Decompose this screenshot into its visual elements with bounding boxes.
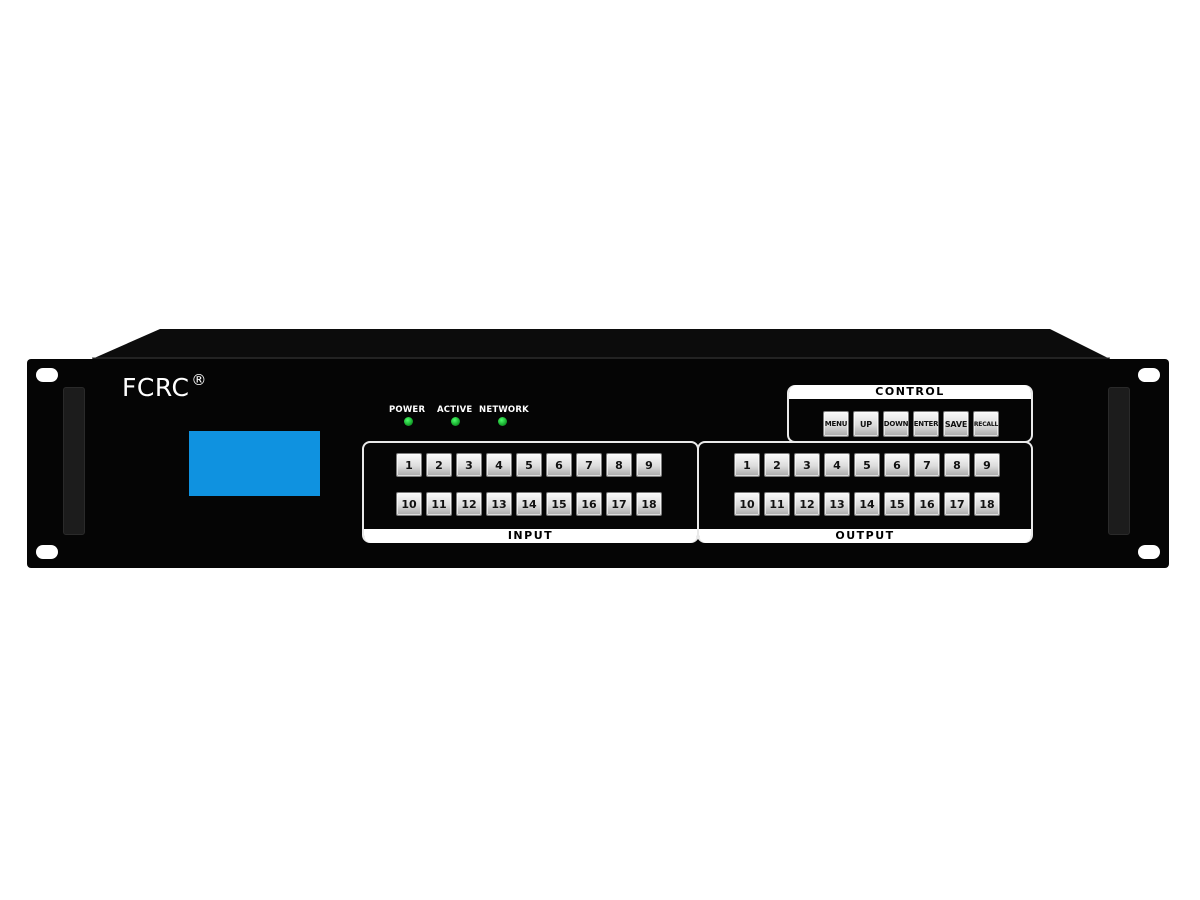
output-button-14[interactable]: 14	[854, 492, 880, 516]
output-button-2[interactable]: 2	[764, 453, 790, 477]
indicator-label-power: POWER	[389, 405, 426, 415]
output-button-16[interactable]: 16	[914, 492, 940, 516]
up-button[interactable]: UP	[853, 411, 879, 437]
output-button-7[interactable]: 7	[914, 453, 940, 477]
input-button-12[interactable]: 12	[456, 492, 482, 516]
output-group: 1 2 3 4 5 6 7 8 9 10 11 12 13 14 15 16 1…	[697, 441, 1033, 543]
power-led	[404, 417, 413, 426]
output-button-4[interactable]: 4	[824, 453, 850, 477]
network-led	[498, 417, 507, 426]
input-button-10[interactable]: 10	[396, 492, 422, 516]
enter-button[interactable]: ENTER	[913, 411, 939, 437]
output-row-1: 1 2 3 4 5 6 7 8 9	[734, 453, 1004, 477]
input-button-16[interactable]: 16	[576, 492, 602, 516]
input-button-1[interactable]: 1	[396, 453, 422, 477]
input-button-18[interactable]: 18	[636, 492, 662, 516]
brand-logo: FCRC®	[122, 371, 207, 402]
input-title: INPUT	[364, 529, 697, 543]
input-button-5[interactable]: 5	[516, 453, 542, 477]
input-button-13[interactable]: 13	[486, 492, 512, 516]
input-button-2[interactable]: 2	[426, 453, 452, 477]
menu-button[interactable]: MENU	[823, 411, 849, 437]
rack-ear-hole	[36, 545, 58, 559]
registered-mark: ®	[191, 371, 207, 389]
output-button-10[interactable]: 10	[734, 492, 760, 516]
input-button-11[interactable]: 11	[426, 492, 452, 516]
input-button-3[interactable]: 3	[456, 453, 482, 477]
down-button[interactable]: DOWN	[883, 411, 909, 437]
active-led	[451, 417, 460, 426]
input-button-17[interactable]: 17	[606, 492, 632, 516]
rack-ear-hole	[36, 368, 58, 382]
indicator-label-network: NETWORK	[479, 405, 529, 415]
output-button-11[interactable]: 11	[764, 492, 790, 516]
output-button-5[interactable]: 5	[854, 453, 880, 477]
input-button-4[interactable]: 4	[486, 453, 512, 477]
input-button-6[interactable]: 6	[546, 453, 572, 477]
input-button-9[interactable]: 9	[636, 453, 662, 477]
input-row-1: 1 2 3 4 5 6 7 8 9	[396, 453, 666, 477]
control-group: CONTROL MENU UP DOWN ENTER SAVE RECALL	[787, 385, 1033, 443]
input-button-14[interactable]: 14	[516, 492, 542, 516]
front-panel: FCRC® POWER ACTIVE NETWORK CONTROL MENU …	[27, 359, 1169, 568]
input-button-7[interactable]: 7	[576, 453, 602, 477]
output-row-2: 10 11 12 13 14 15 16 17 18	[734, 492, 1004, 516]
control-title: CONTROL	[789, 385, 1031, 399]
output-button-17[interactable]: 17	[944, 492, 970, 516]
input-button-8[interactable]: 8	[606, 453, 632, 477]
input-row-2: 10 11 12 13 14 15 16 17 18	[396, 492, 666, 516]
input-button-15[interactable]: 15	[546, 492, 572, 516]
output-button-1[interactable]: 1	[734, 453, 760, 477]
output-button-6[interactable]: 6	[884, 453, 910, 477]
input-group: 1 2 3 4 5 6 7 8 9 10 11 12 13 14 15 16 1…	[362, 441, 699, 543]
recall-button[interactable]: RECALL	[973, 411, 999, 437]
output-button-15[interactable]: 15	[884, 492, 910, 516]
indicator-label-active: ACTIVE	[437, 405, 473, 415]
output-button-12[interactable]: 12	[794, 492, 820, 516]
save-button[interactable]: SAVE	[943, 411, 969, 437]
right-handle	[1108, 387, 1130, 535]
control-buttons: MENU UP DOWN ENTER SAVE RECALL	[823, 411, 1003, 437]
lcd-display	[189, 431, 320, 496]
output-button-18[interactable]: 18	[974, 492, 1000, 516]
rack-ear-hole	[1138, 545, 1160, 559]
output-button-3[interactable]: 3	[794, 453, 820, 477]
output-title: OUTPUT	[699, 529, 1031, 543]
output-button-13[interactable]: 13	[824, 492, 850, 516]
brand-name: FCRC	[122, 373, 190, 402]
rack-ear-hole	[1138, 368, 1160, 382]
output-button-8[interactable]: 8	[944, 453, 970, 477]
output-button-9[interactable]: 9	[974, 453, 1000, 477]
left-handle	[63, 387, 85, 535]
